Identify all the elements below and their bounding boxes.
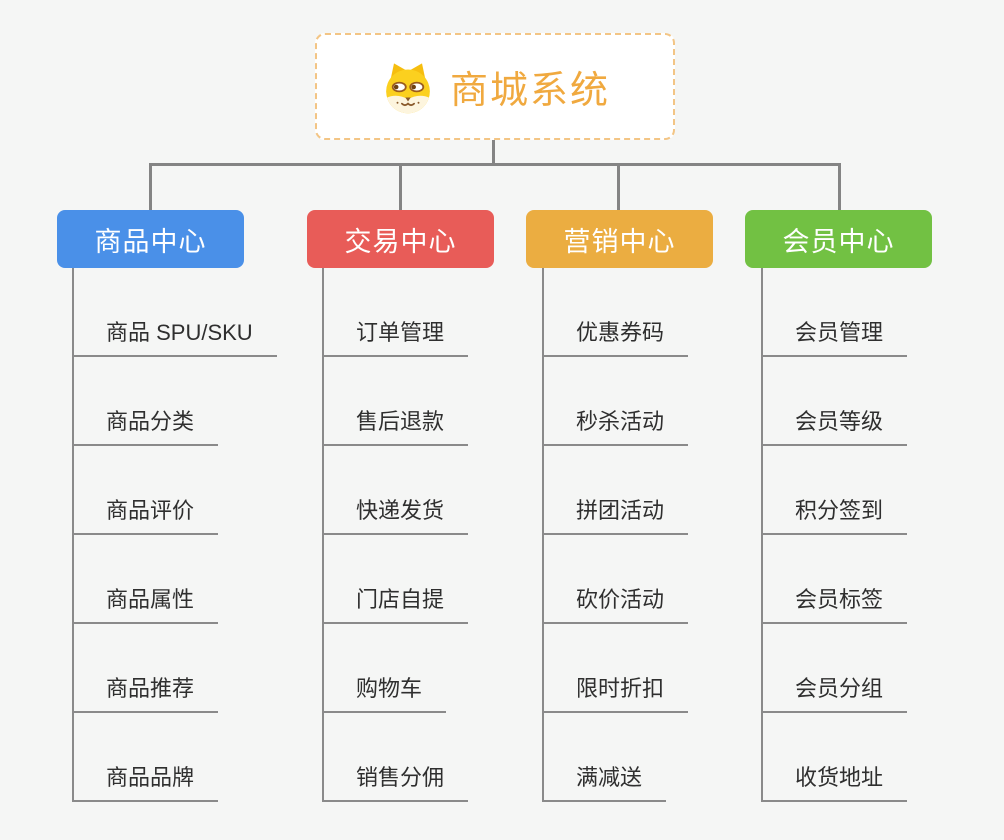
child-node[interactable]: 订单管理 [324, 268, 469, 357]
child-node[interactable]: 商品推荐 [74, 624, 219, 713]
child-node[interactable]: 收货地址 [763, 713, 908, 802]
child-node[interactable]: 快递发货 [324, 446, 469, 535]
child-node[interactable]: 销售分佣 [324, 713, 469, 802]
branch-connector-line [399, 166, 402, 210]
child-node[interactable]: 商品品牌 [74, 713, 219, 802]
branch-connector-line [149, 166, 152, 210]
child-node[interactable]: 会员等级 [763, 357, 908, 446]
dog-face-icon [386, 62, 430, 113]
child-node[interactable]: 会员标签 [763, 535, 908, 624]
child-node[interactable]: 优惠券码 [544, 268, 689, 357]
child-node[interactable]: 会员管理 [763, 268, 908, 357]
branch-children-marketing-center: 优惠券码 秒杀活动 拼团活动 砍价活动 限时折扣 满减送 [542, 268, 689, 802]
branch-node-marketing-center[interactable]: 营销中心 [526, 210, 713, 268]
child-node[interactable]: 售后退款 [324, 357, 469, 446]
child-node[interactable]: 限时折扣 [544, 624, 689, 713]
child-node[interactable]: 积分签到 [763, 446, 908, 535]
child-node[interactable]: 商品分类 [74, 357, 219, 446]
child-node[interactable]: 商品 SPU/SKU [74, 268, 277, 357]
child-node[interactable]: 秒杀活动 [544, 357, 689, 446]
horizontal-connector-line [149, 163, 841, 166]
branch-connector-line [617, 166, 620, 210]
branch-connector-line [838, 166, 841, 210]
child-node[interactable]: 砍价活动 [544, 535, 689, 624]
branch-children-member-center: 会员管理 会员等级 积分签到 会员标签 会员分组 收货地址 [761, 268, 908, 802]
branch-node-product-center[interactable]: 商品中心 [57, 210, 244, 268]
child-node[interactable]: 会员分组 [763, 624, 908, 713]
branch-node-trade-center[interactable]: 交易中心 [307, 210, 494, 268]
child-node[interactable]: 商品评价 [74, 446, 219, 535]
child-node[interactable]: 拼团活动 [544, 446, 689, 535]
branch-node-member-center[interactable]: 会员中心 [745, 210, 932, 268]
root-node-title: 商城系统 [449, 70, 610, 112]
child-node[interactable]: 购物车 [324, 624, 447, 713]
branch-children-trade-center: 订单管理 售后退款 快递发货 门店自提 购物车 销售分佣 [322, 268, 469, 802]
child-node[interactable]: 满减送 [544, 713, 667, 802]
root-connector-line [492, 140, 495, 164]
child-node[interactable]: 商品属性 [74, 535, 219, 624]
root-node[interactable]: 商城系统 [315, 33, 675, 140]
branch-children-product-center: 商品 SPU/SKU 商品分类 商品评价 商品属性 商品推荐 商品品牌 [72, 268, 277, 802]
child-node[interactable]: 门店自提 [324, 535, 469, 624]
